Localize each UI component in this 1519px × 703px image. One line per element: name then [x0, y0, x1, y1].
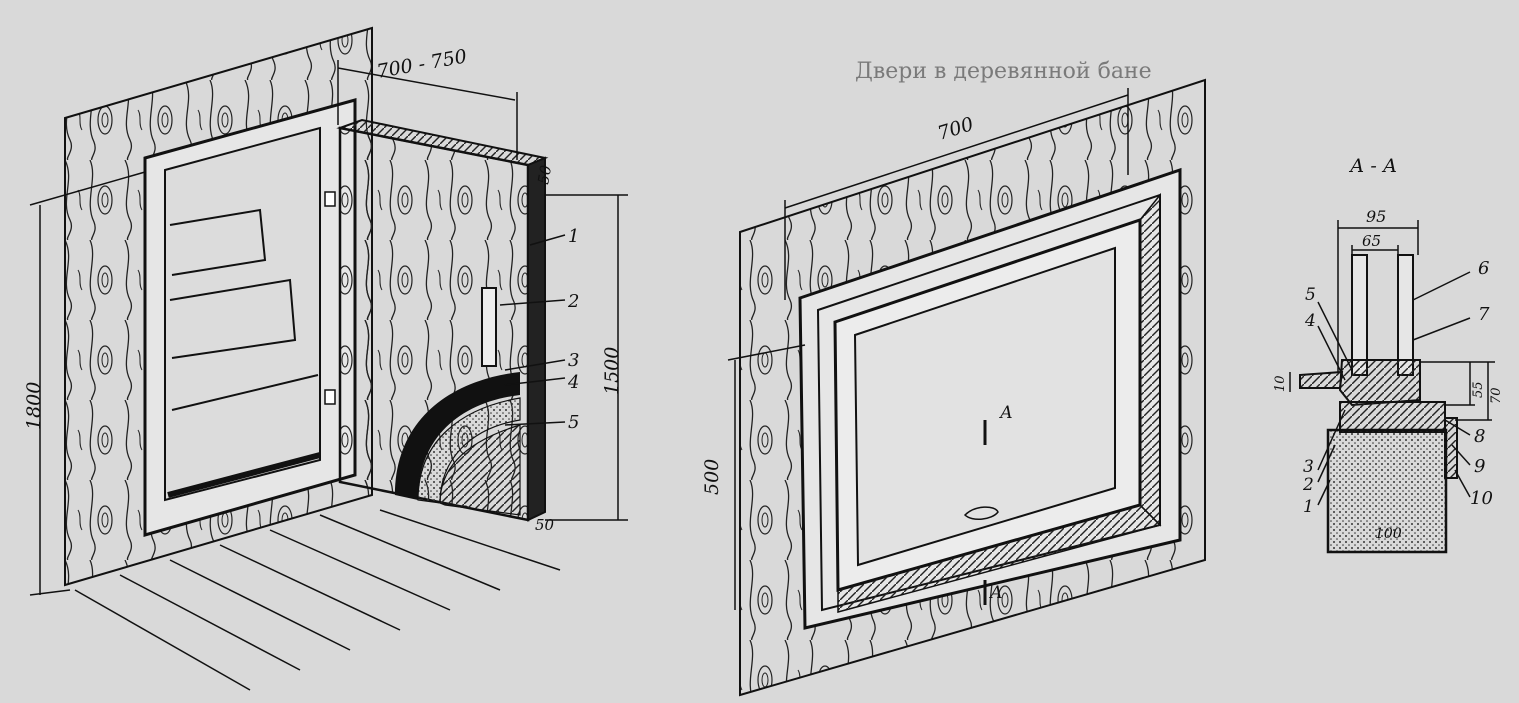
- door-callout-leaders: [499, 234, 566, 426]
- window-handle-icon: [963, 506, 999, 520]
- section-wall-log: [1326, 428, 1448, 554]
- door-handle-icon: [481, 287, 497, 367]
- section-leaders-right: [1412, 271, 1471, 498]
- door-callout-5: 5: [568, 412, 579, 433]
- hinge-top-icon: [324, 191, 336, 207]
- door-callout-2: 2: [567, 291, 579, 312]
- hinge-bottom-icon: [324, 389, 336, 405]
- door-callout-1: 1: [568, 226, 579, 247]
- door-callout-4: 4: [567, 372, 579, 393]
- dim-door-bottom: 50: [535, 516, 555, 534]
- dim-section-65: 65: [1362, 232, 1381, 250]
- floor-boards: [74, 509, 561, 691]
- dim-section-10: 10: [1273, 375, 1288, 392]
- section-callout-6: 6: [1478, 258, 1489, 279]
- section-callout-10: 10: [1470, 488, 1493, 509]
- section-callout-8: 8: [1474, 426, 1485, 447]
- door-opening: [164, 126, 321, 502]
- section-mark-label-top: А: [999, 403, 1013, 423]
- section-callout-left-5: 5: [1305, 285, 1316, 305]
- dim-window-width: 700: [935, 113, 976, 145]
- door-callout-3: 3: [568, 350, 579, 371]
- dim-section-95: 95: [1366, 207, 1386, 226]
- section-callout-left-2: 2: [1302, 475, 1314, 495]
- section-sash: [1338, 359, 1421, 407]
- door-leaf-side-edge: [527, 156, 546, 522]
- section-callout-7: 7: [1478, 304, 1490, 325]
- section-mark-label-bottom: А: [989, 583, 1003, 603]
- section-drip: [1299, 370, 1344, 389]
- section-leaders-left: [1317, 301, 1353, 506]
- dim-door-width: 700 - 750: [375, 45, 468, 82]
- section-pane-inner: [1397, 254, 1414, 376]
- dim-section-55: 55: [1471, 381, 1486, 398]
- section-dimension-lines: [1289, 220, 1495, 421]
- section-callout-left-3: 3: [1303, 457, 1314, 477]
- window-glass: [853, 246, 1116, 567]
- dim-door-height-outer: 1800: [23, 382, 45, 430]
- bench-lower: [169, 278, 297, 359]
- window-dimension-lines: [727, 88, 1129, 610]
- section-pane-outer: [1351, 254, 1368, 376]
- bench-upper: [169, 208, 267, 276]
- window-sill: [837, 504, 1162, 613]
- section-title: А - А: [1348, 155, 1397, 177]
- dim-door-thickness: 50: [534, 163, 555, 185]
- floor-line: [171, 374, 319, 411]
- door-figure: 1800 1500 700 - 750 50 50 1 2 3 4 5: [23, 26, 628, 691]
- window-frame-side: [1139, 192, 1161, 527]
- dim-door-height: 1500: [601, 347, 623, 395]
- insulation-layer-inner: [439, 424, 521, 516]
- section-a-a: А - А: [1273, 155, 1504, 554]
- background-heading: Двери в деревянной бане: [855, 59, 1152, 84]
- dim-window-height: 500: [701, 459, 723, 495]
- door-dimension-lines: [29, 60, 628, 596]
- window-figure: А А 700 500: [701, 78, 1206, 697]
- section-callout-left-1: 1: [1303, 497, 1314, 517]
- dim-section-70: 70: [1489, 387, 1504, 404]
- dim-section-100: 100: [1375, 526, 1402, 542]
- section-callout-left-4: 4: [1304, 311, 1316, 331]
- insulation-layer-mid: [417, 397, 521, 504]
- section-callout-9: 9: [1474, 456, 1485, 477]
- threshold: [167, 452, 321, 498]
- section-frame: [1339, 401, 1446, 433]
